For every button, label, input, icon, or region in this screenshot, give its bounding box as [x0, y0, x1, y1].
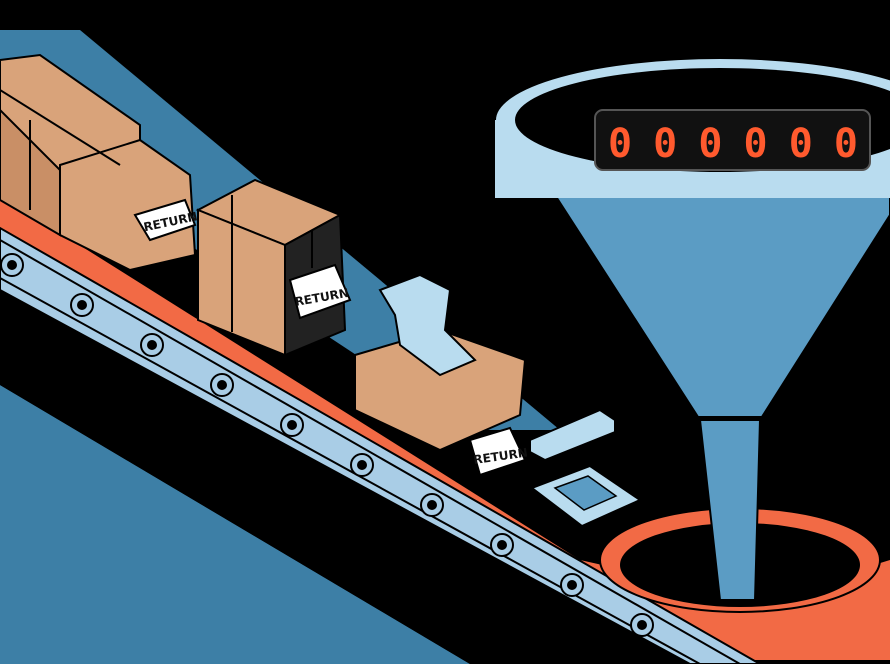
conveyor-roller-hub: [497, 540, 507, 550]
conveyor-roller-hub: [7, 260, 17, 270]
return-tag: RETURN: [288, 230, 352, 320]
conveyor-roller-hub: [637, 620, 647, 630]
conveyor-frame: [0, 226, 763, 664]
conveyor-roller-hub: [427, 500, 437, 510]
box-tape: [0, 89, 121, 166]
conveyor-frame-underside: [0, 290, 690, 664]
counter-panel: [594, 109, 871, 171]
conveyor-roller-hub: [77, 300, 87, 310]
conveyor-rollers: [0, 253, 654, 637]
tablet-device: [378, 273, 477, 377]
device-bar: [529, 408, 616, 462]
return-tag: RETURN: [468, 426, 529, 477]
conveyor-belt-surface: [0, 195, 890, 660]
conveyor-roller-hub: [287, 420, 297, 430]
conveyor-roller-hub: [147, 340, 157, 350]
frame-edge-bottom: [0, 277, 701, 664]
return-tag-shape: [288, 263, 352, 320]
box-middle: [195, 178, 347, 357]
box-stack-left: [0, 53, 197, 272]
conveyor-roller-hub: [217, 380, 227, 390]
box-open: [354, 273, 527, 452]
conveyor-roller-hub: [567, 580, 577, 590]
return-tag-shape: [468, 426, 527, 477]
tablet-screen: [553, 475, 618, 511]
conveyor-roller-hub: [357, 460, 367, 470]
frame-edge-top: [0, 239, 741, 664]
cardboard-box: [59, 138, 197, 272]
return-tag-shape: [133, 198, 197, 242]
digital-counter: 000000: [594, 109, 871, 171]
